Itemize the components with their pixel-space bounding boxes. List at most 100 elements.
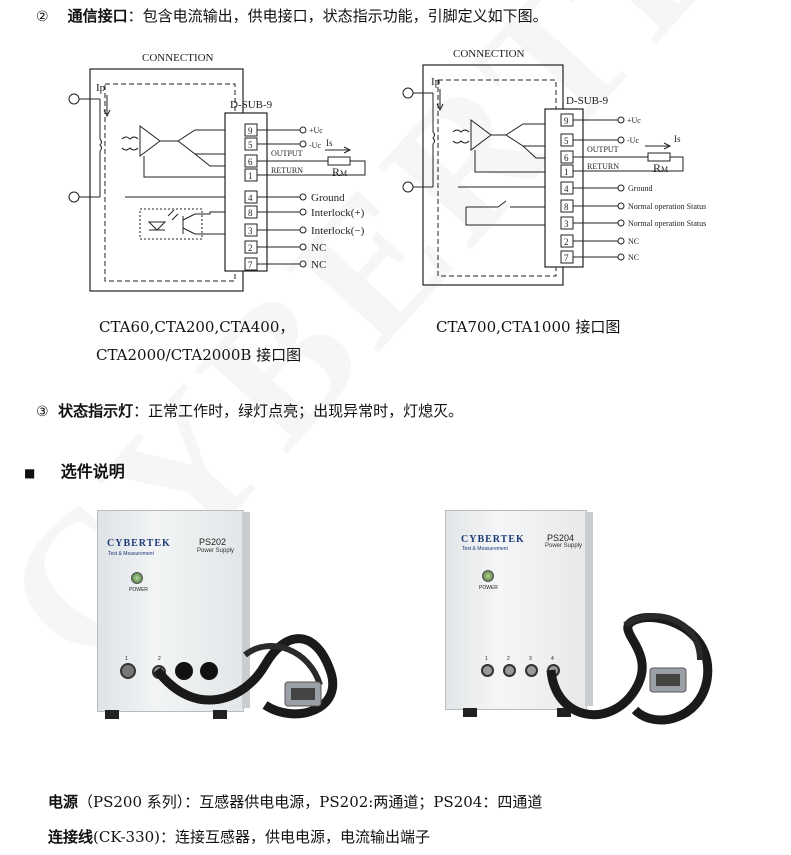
section-2-number: ② — [36, 9, 49, 25]
ps202-front-panel — [97, 510, 244, 712]
right-output: OUTPUT — [587, 145, 619, 154]
right-dsub-label: D-SUB-9 — [566, 95, 609, 107]
right-rm-label: RM — [653, 161, 668, 175]
ps204-tag: Test & Measurement — [462, 546, 508, 552]
ps204-device-photo: CYBERTEK Test & Measurement PS204 Power … — [445, 510, 735, 750]
right-pin-number-6: 6 — [564, 153, 569, 163]
ps204-port-1-label: 1 — [485, 656, 488, 662]
left-ip-label: Ip — [96, 82, 106, 94]
ps204-model: PS204 — [547, 533, 575, 543]
right-status-2: Normal operation Status — [628, 219, 706, 228]
footer-line-1-text: （PS200 系列）：互感器供电电源，PS202:两通道；PS204：四通道 — [78, 793, 543, 811]
right-pin-number-8: 8 — [564, 202, 569, 212]
options-bullet: ■ — [24, 466, 36, 480]
ps204-cable — [546, 613, 713, 725]
footer-line-2: 连接线(CK-330)：连接互感器，供电电源，电流输出端子 — [48, 826, 430, 847]
right-return: RETURN — [587, 162, 619, 171]
right-pin-number-3: 3 — [564, 219, 569, 229]
options-title: 选件说明 — [60, 462, 125, 481]
left-dashed-box — [104, 83, 236, 282]
ps202-cap-1 — [175, 662, 193, 680]
footer-line-2-bold: 连接线 — [48, 828, 94, 846]
ps202-power-led — [131, 572, 143, 584]
right-interface-diagram: CONNECTION Ip D-SUB-9 9 5 6 1 4 8 3 2 7 Is RM +U… — [402, 48, 706, 286]
left-pin-number-7: 7 — [248, 260, 253, 270]
right-pin-number-4: 4 — [564, 184, 569, 194]
left-caption-line-2: CTA2000/CTA2000B 接口图 — [96, 346, 302, 364]
footer-line-2-text: (CK-330)：连接互感器，供电电源，电流输出端子 — [93, 828, 431, 846]
section-2-title: 通信接口 — [67, 7, 128, 25]
left-caption-line-1: CTA60,CTA200,CTA400， — [99, 318, 295, 336]
section-2-text: ：包含电流输出，供电接口，状态指示功能，引脚定义如下图。 — [127, 7, 548, 25]
left-pin-number-1: 1 — [248, 171, 253, 181]
ps204-port-4-label: 4 — [551, 656, 554, 662]
ps202-port-2-label: 2 — [158, 656, 161, 662]
right-pin-number-1: 1 — [564, 167, 569, 177]
ps202-port-1 — [120, 663, 136, 679]
right-nc-2: NC — [628, 253, 639, 262]
section-3-number: ③ — [36, 404, 49, 420]
ps202-port-1-label: 1 — [125, 656, 128, 662]
left-ground: Ground — [311, 192, 345, 204]
right-is-label: Is — [674, 134, 681, 144]
right-ip-terminal-bottom — [402, 181, 414, 193]
left-nc-1: NC — [311, 242, 326, 254]
ps204-power-led — [482, 570, 494, 582]
right-nc-1: NC — [628, 237, 639, 246]
ps202-brand: CYBERTEK — [107, 538, 171, 549]
ps204-port-2-label: 2 — [507, 656, 510, 662]
left-pin-number-8: 8 — [248, 208, 253, 218]
left-outer-box — [89, 68, 244, 292]
footer-line-1: 电源（PS200 系列）：互感器供电电源，PS202:两通道；PS204：四通道 — [48, 791, 542, 812]
right-status-1: Normal operation Status — [628, 202, 706, 211]
left-ip-terminal-bottom — [68, 191, 80, 203]
left-pin-number-6: 6 — [248, 157, 253, 167]
left-nc-2: NC — [311, 259, 326, 271]
left-pin-number-4: 4 — [248, 193, 253, 203]
left-interlock-minus: Interlock(−) — [311, 225, 365, 237]
section-3-text: ：正常工作时，绿灯点亮；出现异常时，灯熄灭。 — [133, 402, 464, 420]
options-heading: ■ 选件说明 — [24, 458, 125, 482]
ps204-port-3 — [525, 664, 538, 677]
ps202-device-photo: CYBERTEK Test & Measurement PS202 Power … — [95, 510, 345, 750]
ps202-power-label: POWER — [129, 587, 148, 593]
left-ip-terminal-top — [68, 93, 80, 105]
ps204-power-label: POWER — [479, 585, 498, 591]
left-pin-number-5: 5 — [248, 140, 253, 150]
left-output: OUTPUT — [271, 149, 303, 158]
ps202-cable — [153, 634, 337, 719]
right-pin-number-9: 9 — [564, 116, 569, 126]
ps204-sub: Power Supply — [545, 543, 583, 549]
right-uc-minus: -Uc — [627, 136, 639, 145]
right-connection-label: CONNECTION — [453, 48, 525, 60]
ps202-model: PS202 — [199, 537, 227, 547]
left-pin-number-2: 2 — [248, 243, 253, 253]
ps204-port-3-label: 3 — [529, 656, 532, 662]
right-ip-label: Ip — [431, 76, 441, 88]
left-connection-label: CONNECTION — [142, 52, 214, 64]
right-outer-box — [422, 64, 564, 286]
footer-line-1-bold: 电源 — [48, 793, 79, 811]
right-pin-number-7: 7 — [564, 253, 569, 263]
section-3-line: ③ 状态指示灯：正常工作时，绿灯点亮；出现异常时，灯熄灭。 — [36, 400, 463, 421]
left-is-label: Is — [326, 138, 333, 148]
right-pin-number-5: 5 — [564, 136, 569, 146]
ps204-port-1 — [481, 664, 494, 677]
left-return: RETURN — [271, 166, 303, 175]
right-ip-terminal-top — [402, 87, 414, 99]
ps204-port-2 — [503, 664, 516, 677]
left-uc-minus: -Uc — [309, 141, 321, 150]
right-pin-number-2: 2 — [564, 237, 569, 247]
ps202-tag: Test & Measurement — [108, 551, 154, 557]
section-3-title: 状态指示灯 — [58, 402, 134, 420]
left-pin-number-9: 9 — [248, 126, 253, 136]
right-caption: CTA700,CTA1000 接口图 — [436, 318, 621, 336]
left-interlock-plus: Interlock(+) — [311, 207, 365, 219]
ps202-cap-2 — [200, 662, 218, 680]
left-rm-label: RM — [332, 165, 347, 179]
ps204-brand: CYBERTEK — [461, 534, 525, 545]
right-uc-plus: +Uc — [627, 116, 641, 125]
ps202-sub: Power Supply — [197, 548, 235, 554]
